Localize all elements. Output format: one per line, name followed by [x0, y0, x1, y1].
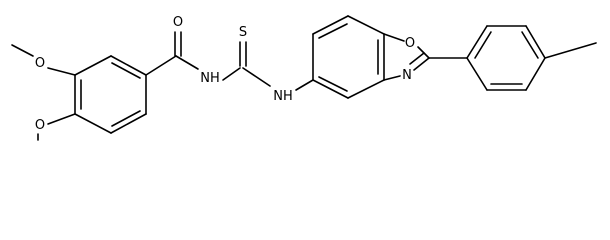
atom-label-o-carbonyl: O: [173, 15, 183, 30]
atom-label-s-thio: S: [239, 25, 247, 40]
dimethoxyphenyl-ring: [74, 55, 147, 134]
benzoxazole-benzene-ring: [312, 15, 385, 99]
atom-label-o-methoxy-top: O: [35, 56, 45, 71]
atom-label-o-oxazole: O: [405, 36, 415, 51]
methoxy-top: [11, 44, 76, 76]
atom-label-nh-thiourea: NH: [273, 89, 293, 104]
atom-label-o-methoxy-bottom: O: [35, 118, 45, 133]
atom-label-nh-amide: NH: [200, 71, 220, 86]
carbonyl-group: [145, 31, 199, 76]
methoxy-bottom: [37, 113, 76, 141]
structure-canvas: O O O NH S NH O N: [11, 15, 597, 141]
atom-label-n-oxazole: N: [402, 68, 412, 83]
thiourea-linker: [222, 41, 314, 91]
tolyl-ring: [428, 25, 597, 91]
oxazole-ring: [383, 33, 430, 81]
chemical-structure-diagram: O O O NH S NH O N: [11, 15, 597, 141]
